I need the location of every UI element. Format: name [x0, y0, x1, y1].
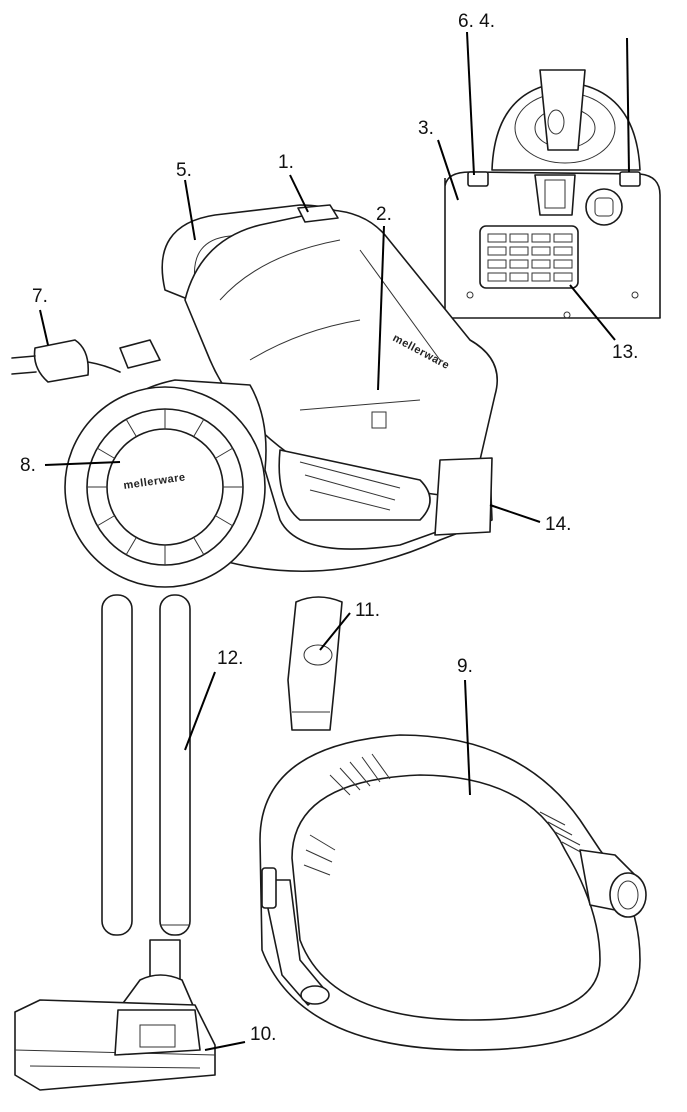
label-14: 14.	[545, 514, 571, 535]
wheel-ribs	[87, 409, 243, 565]
label-6-4: 6. 4.	[458, 11, 495, 32]
hose-ribs	[303, 753, 589, 876]
label-3: 3.	[418, 118, 434, 139]
filter-grid	[487, 233, 573, 282]
floor-brush	[14, 939, 216, 1091]
label-1: 1.	[278, 152, 294, 173]
crevice-tool	[287, 596, 343, 731]
label-5: 5.	[176, 160, 192, 181]
callout-labels: 1. 2. 3. 5. 6. 4. 7. 8. 9. 10. 11. 12. 1…	[20, 11, 638, 1045]
label-11: 11.	[355, 600, 380, 621]
label-2: 2.	[376, 204, 392, 225]
label-8: 8.	[20, 455, 36, 476]
leader-lines	[39, 31, 630, 1051]
extension-tubes	[101, 594, 191, 936]
label-7: 7.	[32, 286, 48, 307]
rear-view-inset	[444, 69, 661, 319]
label-9: 9.	[457, 656, 473, 677]
label-10: 10.	[250, 1024, 276, 1045]
flexible-hose	[259, 734, 647, 1051]
label-12: 12.	[217, 648, 243, 669]
label-13: 13.	[612, 342, 638, 363]
vacuum-main-body: mellerware mellerware	[11, 204, 499, 588]
